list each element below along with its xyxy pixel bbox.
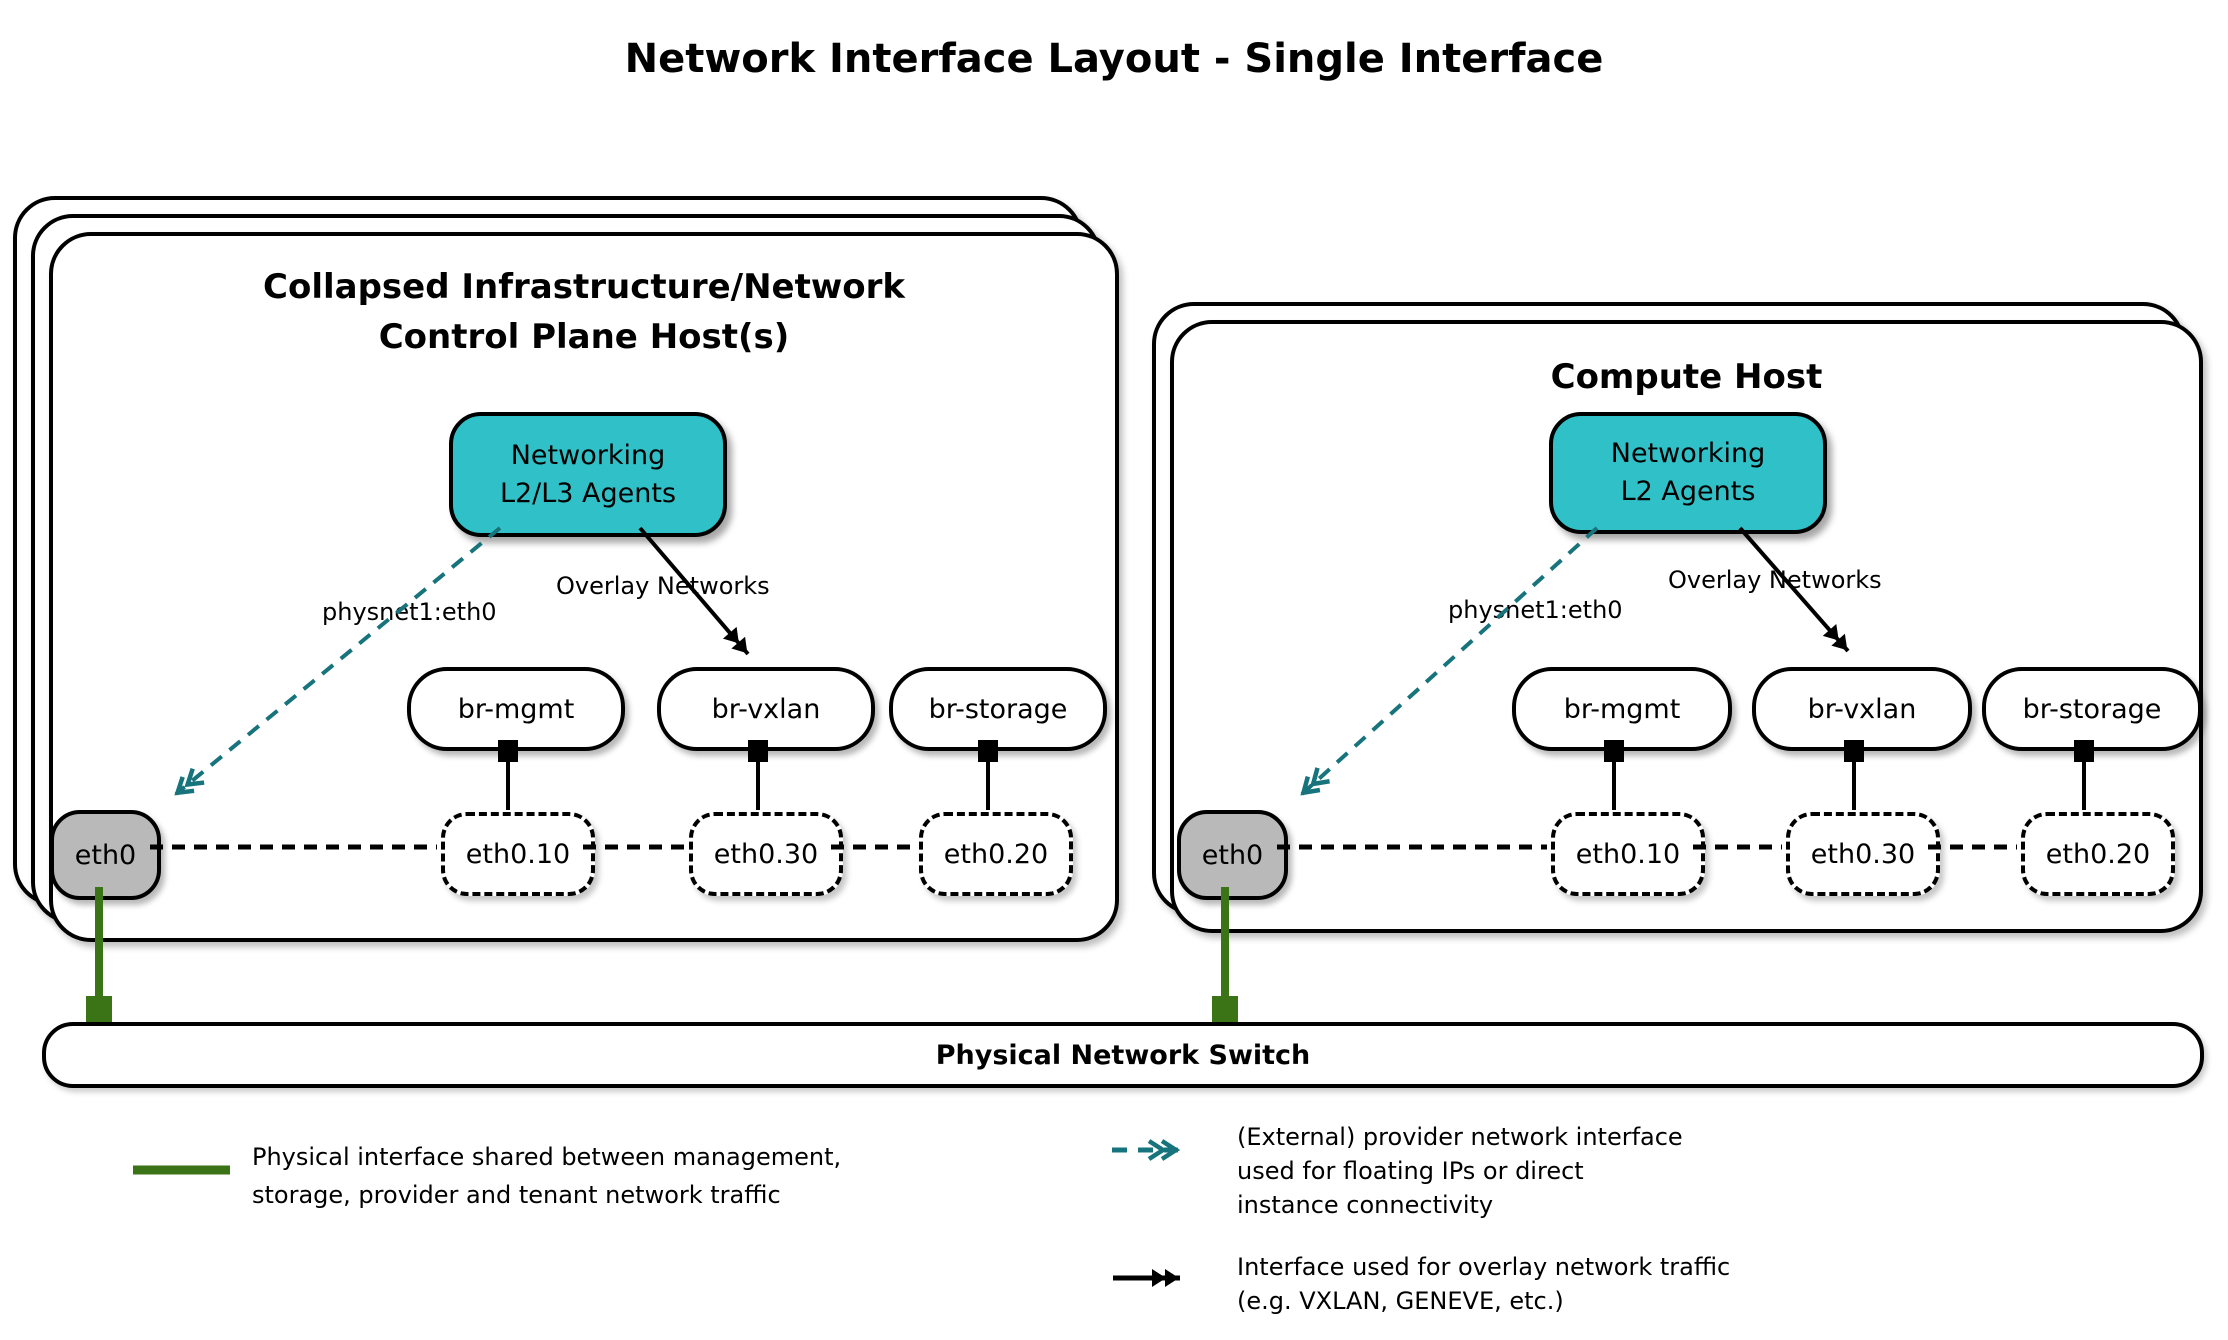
control-plane-vlan-eth0-20: eth0.20 [919,812,1073,896]
page-title: Network Interface Layout - Single Interf… [624,36,1604,82]
compute-bridge-br-storage: br-storage [1982,667,2202,751]
compute-agents-node: Networking L2 Agents [1549,412,1827,534]
control-plane-provider-edge-label: physnet1:eth0 [322,598,497,626]
control-plane-bridge-br-mgmt: br-mgmt [407,667,625,751]
control-plane-bridge-br-storage: br-storage [889,667,1107,751]
control-plane-nic-eth0: eth0 [50,810,161,900]
compute-host-title: Compute Host [1550,357,1823,397]
control-plane-vlan-eth0-30: eth0.30 [689,812,843,896]
compute-host-box: Compute Host Networking L2 Agents br-mgm… [1170,320,2203,933]
control-plane-vlan-eth0-10: eth0.10 [441,812,595,896]
legend-provider-text: (External) provider network interface us… [1237,1123,1683,1219]
control-plane-agents-node: Networking L2/L3 Agents [449,412,727,537]
physical-network-switch: Physical Network Switch [42,1022,2204,1088]
control-plane-bridge-br-vxlan: br-vxlan [657,667,875,751]
compute-overlay-edge-label: Overlay Networks [1668,566,1882,594]
legend-overlay-text: Interface used for overlay network traff… [1237,1253,1731,1315]
compute-nic-eth0: eth0 [1177,810,1288,900]
compute-bridge-br-mgmt: br-mgmt [1512,667,1732,751]
compute-vlan-eth0-30: eth0.30 [1786,812,1940,896]
legend-physical-text: Physical interface shared between manage… [252,1143,842,1209]
compute-vlan-eth0-20: eth0.20 [2021,812,2175,896]
compute-vlan-eth0-10: eth0.10 [1551,812,1705,896]
compute-bridge-br-vxlan: br-vxlan [1752,667,1972,751]
control-plane-overlay-edge-label: Overlay Networks [556,572,770,600]
control-plane-host-title: Collapsed Infrastructure/Network Control… [263,267,905,357]
compute-provider-edge-label: physnet1:eth0 [1448,596,1623,624]
